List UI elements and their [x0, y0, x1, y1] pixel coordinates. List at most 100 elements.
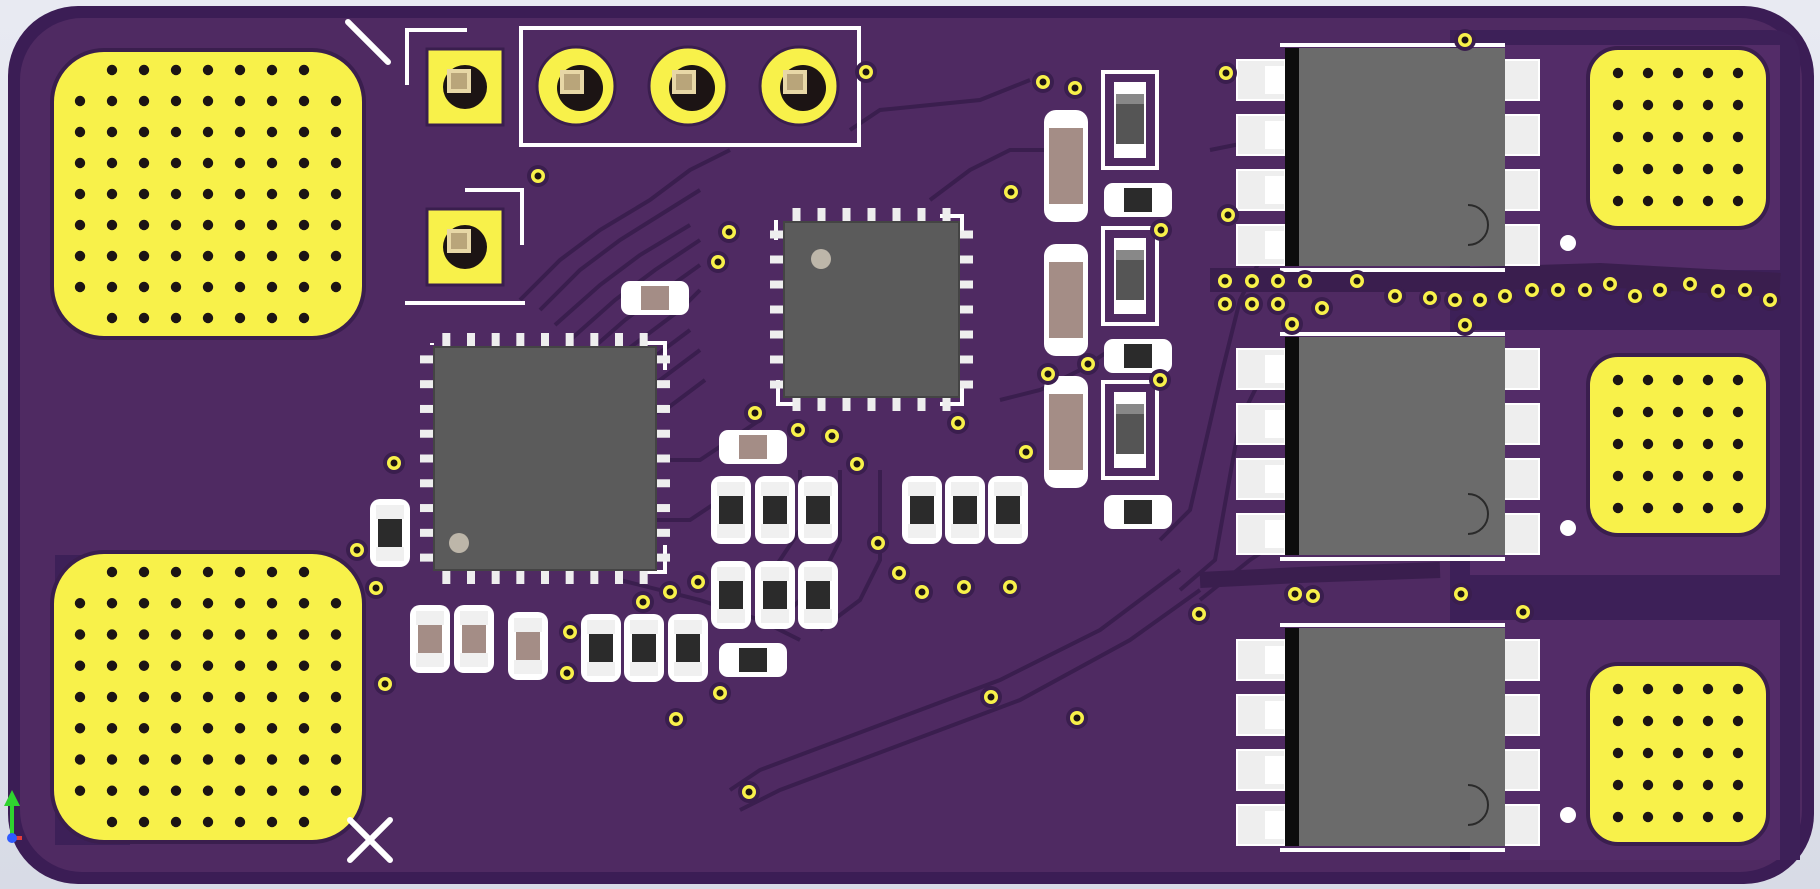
drill-hole	[106, 723, 118, 734]
via-hole	[1461, 36, 1469, 44]
drill-hole	[170, 691, 182, 703]
passive-end	[804, 524, 832, 538]
passive-body	[378, 519, 402, 547]
drill-hole	[1642, 811, 1654, 823]
drill-hole	[202, 691, 214, 703]
drill-hole	[138, 219, 150, 231]
drill-hole	[170, 816, 182, 828]
passive-end	[416, 653, 444, 667]
drill-hole	[298, 219, 310, 231]
mosfet-1-marker	[1467, 204, 1489, 246]
drill-hole	[298, 95, 310, 107]
drill-hole	[202, 250, 214, 262]
ic-pin	[892, 208, 901, 224]
passive-body	[1124, 500, 1152, 524]
passive-end	[674, 662, 702, 676]
mosfet-1	[1236, 43, 1540, 272]
drill-hole	[1702, 195, 1714, 207]
via-hole	[1248, 277, 1256, 285]
pin-header-3pin-1-pin-top	[564, 74, 580, 90]
big-cap-1	[1044, 244, 1088, 356]
via-25	[374, 673, 396, 695]
via-15	[846, 453, 868, 475]
passive-end	[630, 662, 658, 676]
drill-hole	[106, 754, 118, 765]
drill-hole	[1612, 470, 1624, 482]
trace-17	[818, 470, 882, 632]
ic-pin	[420, 504, 436, 513]
via-22	[687, 571, 709, 593]
ic-pin	[565, 568, 574, 584]
cap-right-0	[1104, 183, 1172, 217]
ic-pin	[639, 568, 648, 584]
drill-hole	[106, 250, 118, 262]
via-29	[888, 562, 910, 584]
battery-pad-bottom	[50, 550, 366, 844]
mosfet-1-body	[1285, 48, 1505, 266]
drill-hole	[330, 598, 342, 609]
drill-hole	[234, 95, 246, 107]
drill-hole	[170, 785, 182, 796]
drill-hole	[138, 312, 150, 324]
drill-hole	[1612, 99, 1624, 111]
drill-hole	[74, 785, 86, 796]
via-66	[1734, 279, 1756, 301]
drill-hole	[1732, 67, 1744, 79]
drill-hole	[1702, 715, 1714, 727]
via-42	[1217, 204, 1239, 226]
drill-hole	[106, 219, 118, 231]
via-5	[718, 221, 740, 243]
big-cap-0	[1044, 110, 1088, 222]
drill-hole	[1612, 195, 1624, 207]
ic-pin	[770, 330, 786, 339]
drill-hole	[1732, 811, 1744, 823]
via-hole	[694, 578, 702, 586]
mosfet-2-edge	[1285, 337, 1299, 555]
via-1	[855, 61, 877, 83]
drill-hole	[106, 566, 118, 578]
drill-hole	[202, 754, 214, 765]
vias	[346, 29, 1781, 803]
diode-2	[1101, 380, 1159, 480]
ic-pin	[957, 380, 973, 389]
via-hole	[1222, 69, 1230, 77]
trace-22	[1178, 379, 1262, 592]
silk-header1-corner	[405, 28, 467, 85]
drill-hole	[1612, 163, 1624, 175]
motor-pads	[1560, 46, 1770, 846]
drill-hole	[266, 723, 278, 734]
via-hole	[1461, 321, 1469, 329]
via-26	[911, 581, 933, 603]
via-63	[1649, 279, 1671, 301]
via-38	[1450, 583, 1472, 605]
via-hole	[639, 598, 647, 606]
silk-dot	[1560, 520, 1576, 536]
drill-hole	[266, 312, 278, 324]
passive-body	[1049, 262, 1083, 338]
drill-hole	[330, 754, 342, 765]
drill-hole	[298, 64, 310, 76]
via-53	[1384, 285, 1406, 307]
drill-hole	[1642, 683, 1654, 695]
drill-hole	[330, 723, 342, 734]
passive-body	[418, 625, 442, 653]
via-hole	[1426, 294, 1434, 302]
mosfet-lead-tip	[1265, 465, 1285, 493]
drill-hole	[138, 64, 150, 76]
via-57	[1494, 285, 1516, 307]
drill-hole	[330, 95, 342, 107]
drill-hole	[1672, 374, 1684, 386]
via-hole	[954, 419, 962, 427]
via-hole	[1554, 286, 1562, 294]
cap-grid-3	[711, 561, 751, 629]
via-12	[744, 402, 766, 424]
via-hole	[1318, 304, 1326, 312]
via-49	[1267, 293, 1289, 315]
via-40	[1215, 62, 1237, 84]
diode-0	[1101, 70, 1159, 170]
ic-pin	[420, 429, 436, 438]
via-24	[559, 621, 581, 643]
passive-body	[806, 581, 830, 609]
